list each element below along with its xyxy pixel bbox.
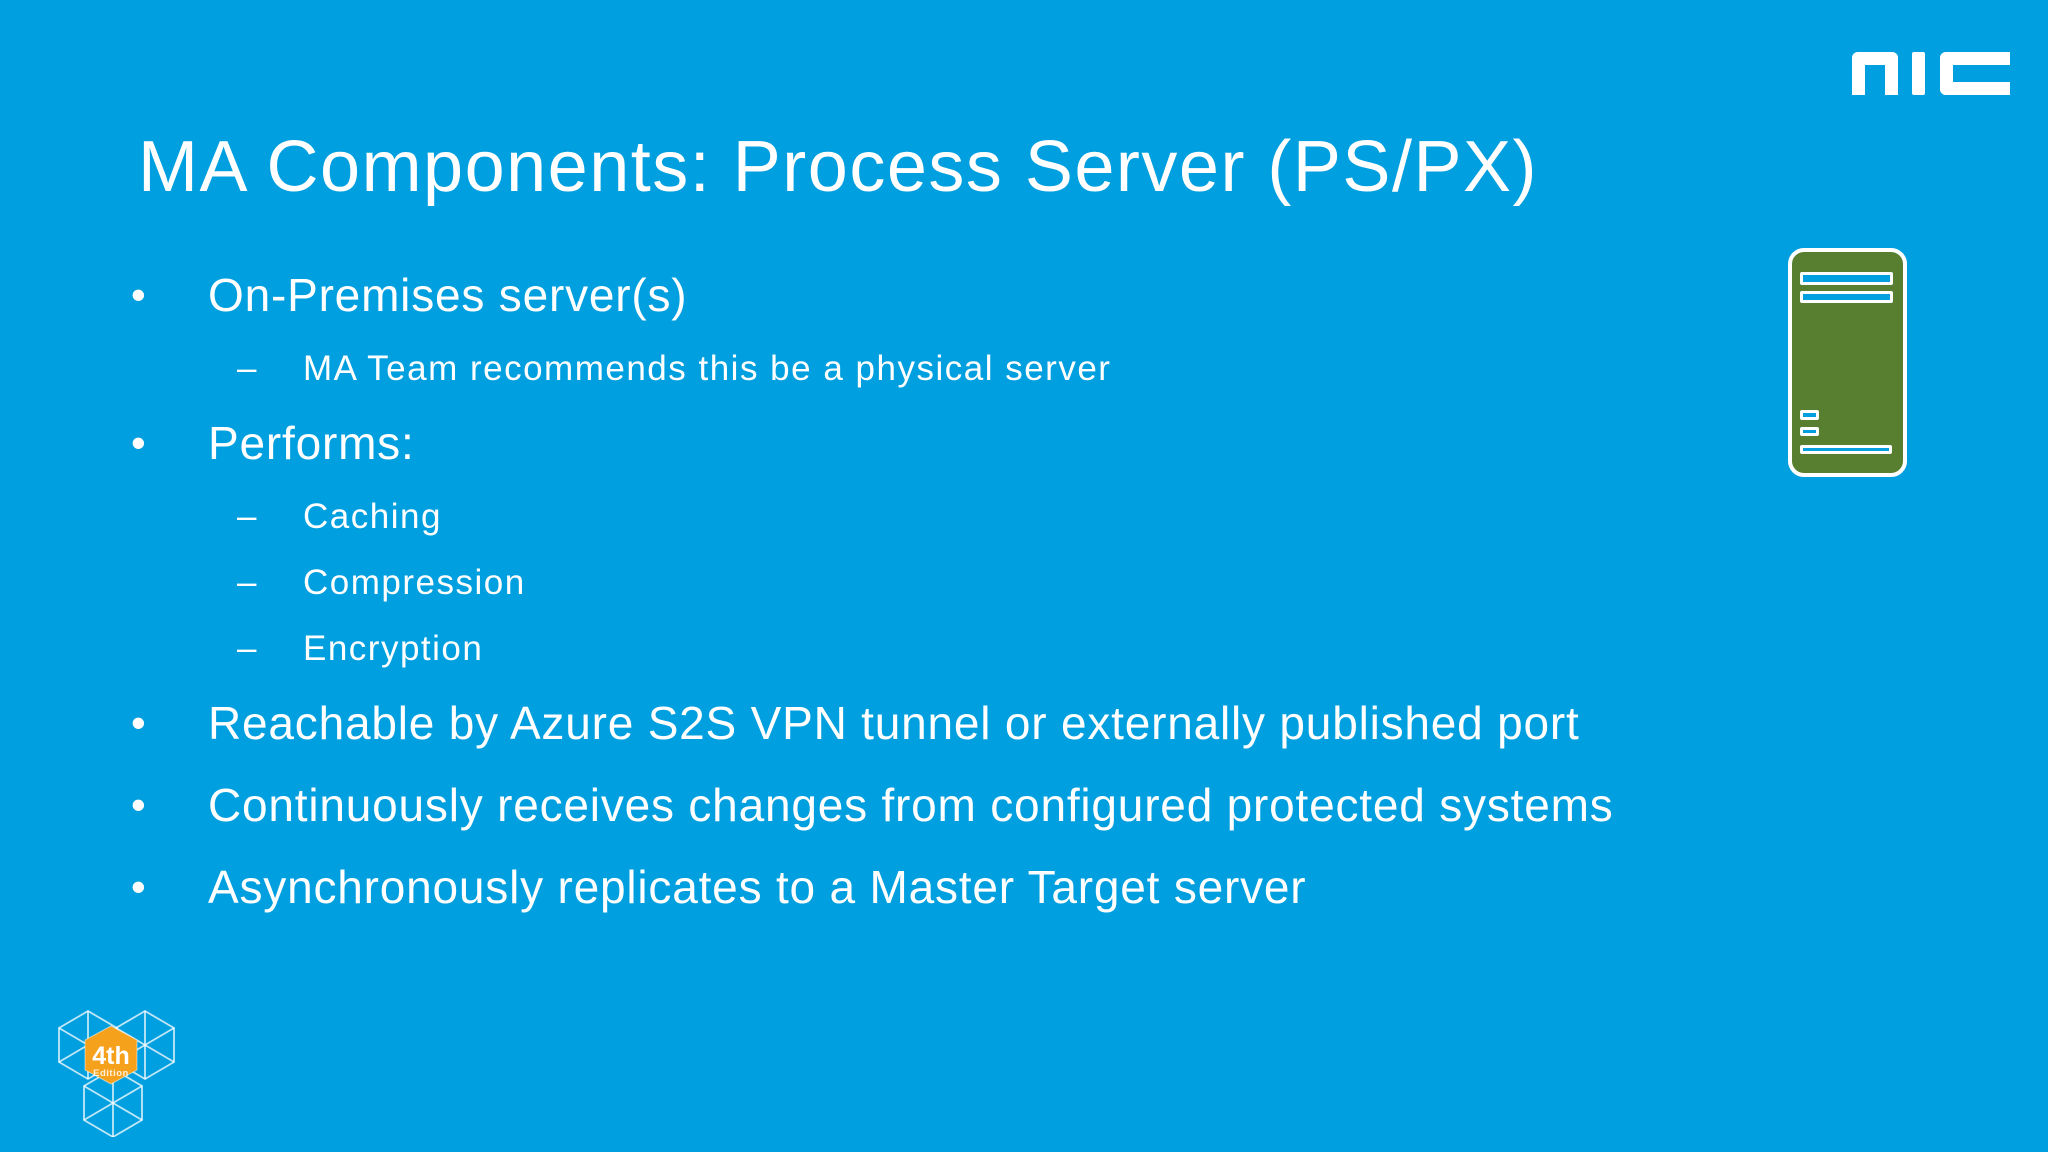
- list-item-text: Compression: [303, 563, 526, 602]
- bullet-icon: •: [131, 781, 146, 828]
- list-item: • Continuously receives changes from con…: [0, 764, 1800, 846]
- nic-letter-c: [1940, 52, 2010, 95]
- bullet-list: • On-Premises server(s) – MA Team recomm…: [0, 254, 1800, 928]
- badge-edition-label: Edition: [93, 1068, 129, 1079]
- list-item-text: Asynchronously replicates to a Master Ta…: [208, 861, 1307, 913]
- list-item: – Compression: [0, 550, 1800, 616]
- server-bar: [1800, 445, 1892, 454]
- server-bar: [1800, 410, 1819, 420]
- list-item-text: Performs:: [208, 417, 415, 469]
- server-bar: [1800, 272, 1893, 285]
- hexagon-badge: [84, 1025, 138, 1085]
- page-title: MA Components: Process Server (PS/PX): [138, 127, 1538, 208]
- dash-icon: –: [237, 349, 257, 388]
- bullet-icon: •: [131, 699, 146, 746]
- list-item-text: Caching: [303, 497, 442, 536]
- list-item-text: On-Premises server(s): [208, 269, 688, 321]
- list-item: – Caching: [0, 484, 1800, 550]
- bullet-icon: •: [131, 419, 146, 466]
- server-bar: [1800, 427, 1819, 436]
- list-item-text: MA Team recommends this be a physical se…: [303, 349, 1112, 388]
- server-icon: [1788, 248, 1907, 477]
- dash-icon: –: [237, 629, 257, 668]
- list-item-text: Reachable by Azure S2S VPN tunnel or ext…: [208, 697, 1580, 749]
- nic-logo-icon: [1852, 52, 2010, 95]
- list-item: – Encryption: [0, 616, 1800, 682]
- list-item-text: Encryption: [303, 629, 484, 668]
- list-item: – MA Team recommends this be a physical …: [0, 336, 1800, 402]
- edition-badge: 4th Edition: [50, 1002, 180, 1137]
- server-bar: [1800, 291, 1893, 303]
- badge-edition-number: 4th: [92, 1042, 130, 1070]
- list-item: • Asynchronously replicates to a Master …: [0, 846, 1800, 928]
- bullet-icon: •: [131, 863, 146, 910]
- list-item: • Reachable by Azure S2S VPN tunnel or e…: [0, 682, 1800, 764]
- list-item: • On-Premises server(s): [0, 254, 1800, 336]
- dash-icon: –: [237, 563, 257, 602]
- wireframe-cubes-icon: 4th Edition: [58, 1010, 175, 1137]
- nic-letter-i: [1912, 52, 1925, 95]
- list-item: • Performs:: [0, 402, 1800, 484]
- list-item-text: Continuously receives changes from confi…: [208, 779, 1614, 831]
- bullet-icon: •: [131, 271, 146, 318]
- nic-letter-n: [1852, 52, 1898, 95]
- dash-icon: –: [237, 497, 257, 536]
